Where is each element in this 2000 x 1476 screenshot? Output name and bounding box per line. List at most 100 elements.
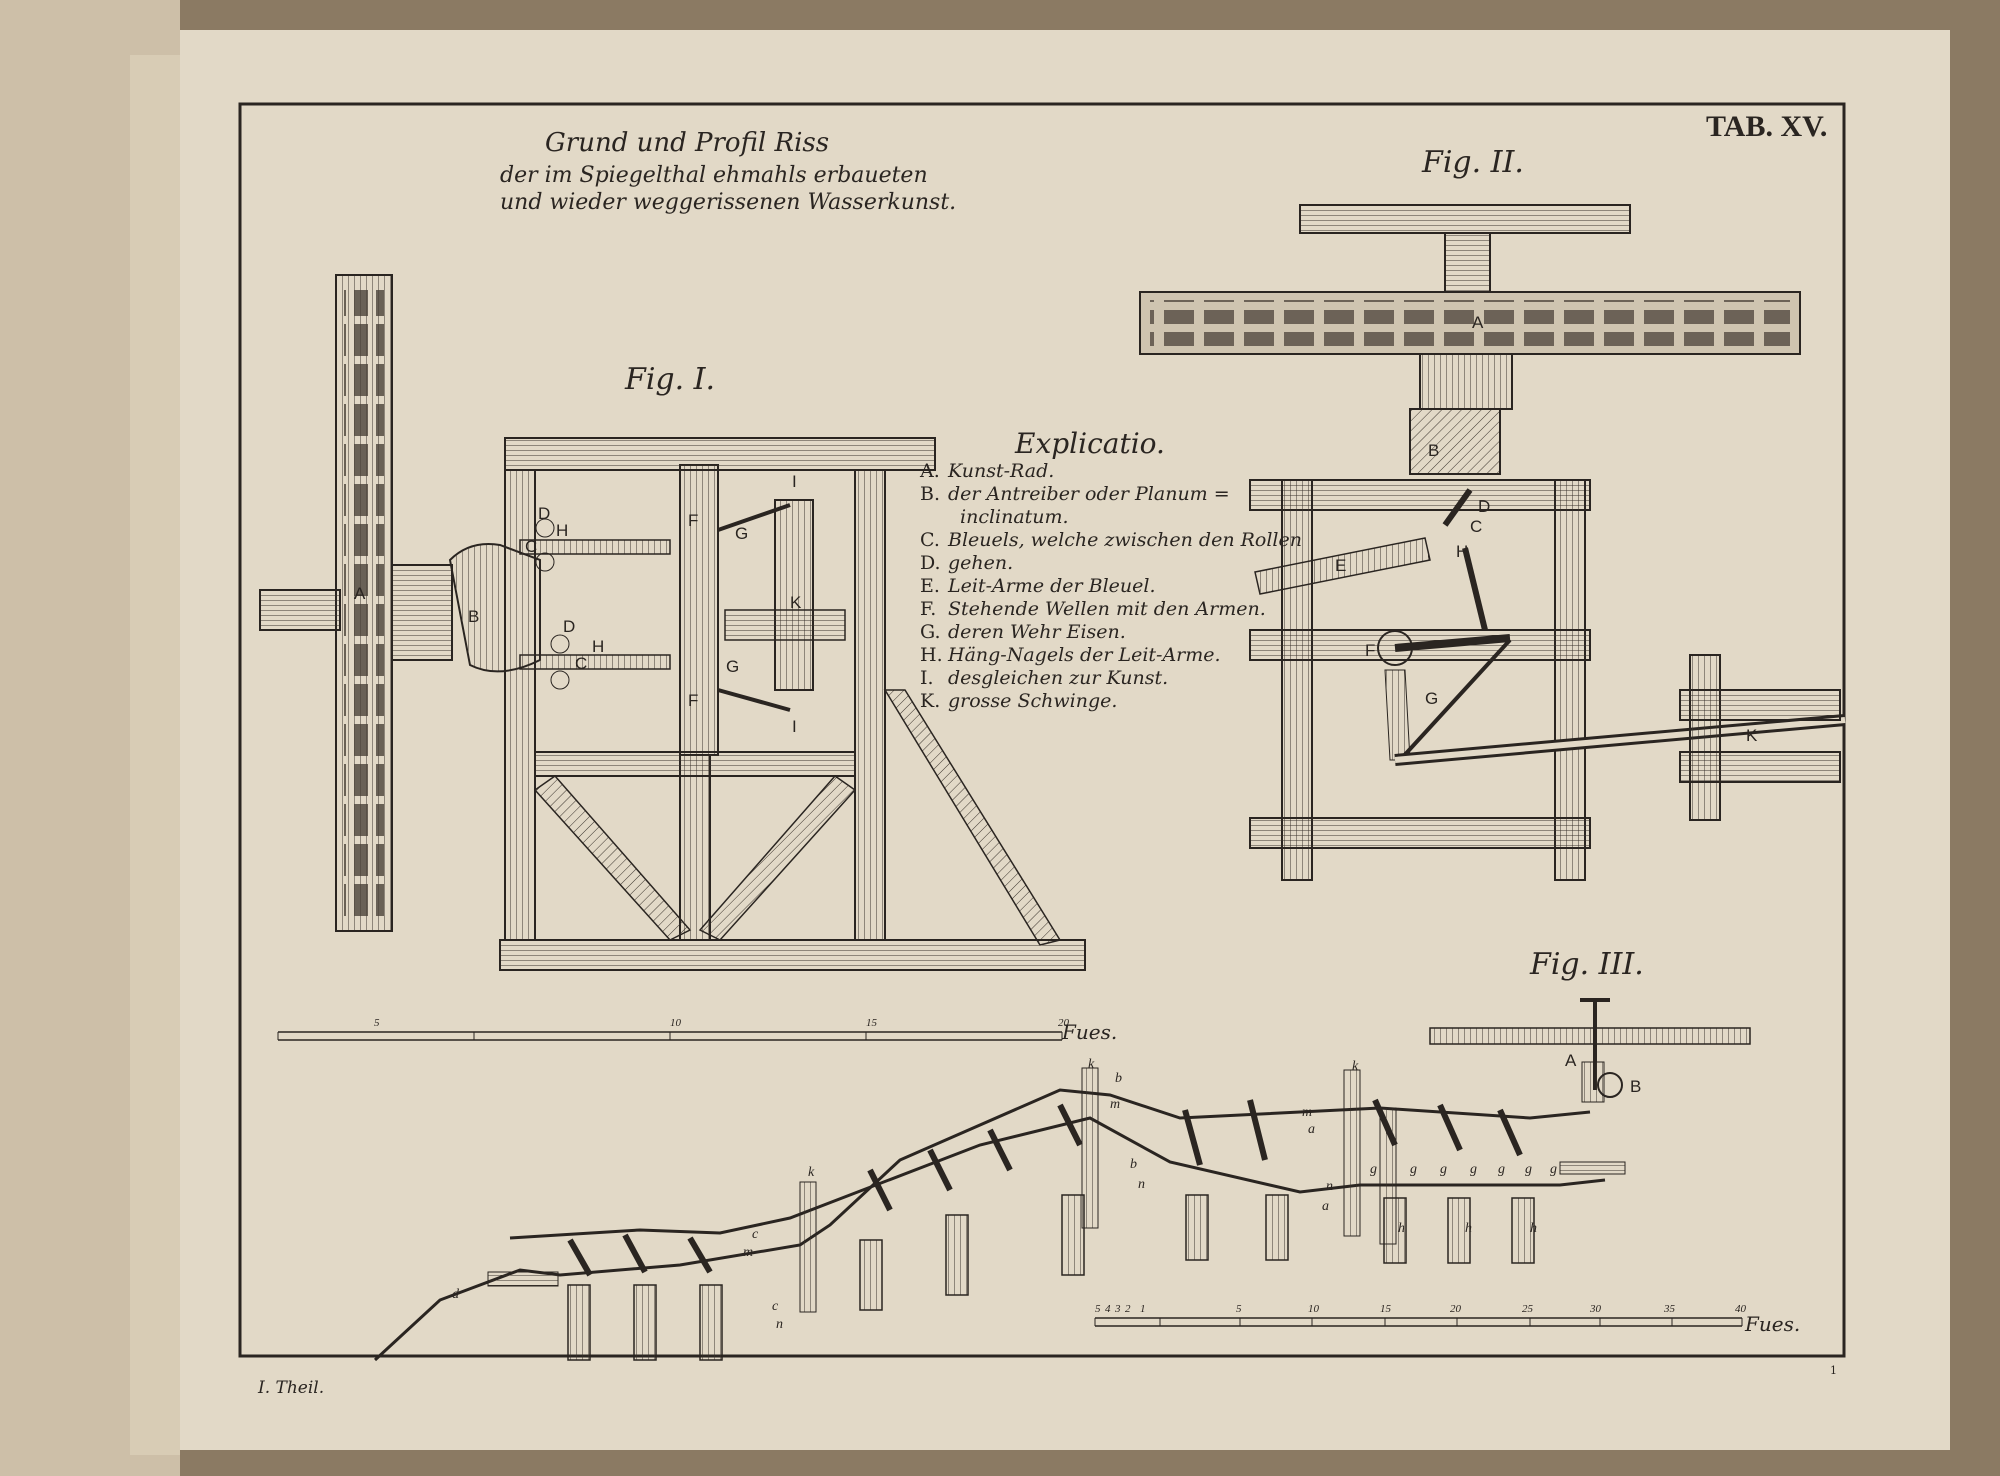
- scale-bar-2-tick-label: 10: [1308, 1303, 1319, 1315]
- fig1-swinge: [774, 499, 814, 691]
- legend-text: Stehende Wellen mit den Armen.: [948, 598, 1266, 620]
- legend-key: H.: [920, 644, 943, 666]
- legend-heading: Explicatio.: [1015, 427, 1165, 460]
- scale-bar-2-tick-label: 35: [1664, 1303, 1675, 1315]
- fig1-title: Fig. I.: [625, 362, 716, 397]
- fig2-label-B: B: [1428, 441, 1440, 460]
- scale-bar-1-tick-label: 10: [670, 1017, 681, 1029]
- fig1-label-A: A: [354, 584, 366, 603]
- volume-note: I. Theil.: [258, 1378, 325, 1398]
- fig1-label-K: K: [790, 593, 802, 612]
- fig3-label-a: a: [1308, 1122, 1315, 1137]
- fold-edge: [130, 55, 180, 1455]
- legend-text: Kunst-Rad.: [948, 460, 1055, 482]
- page-mark: 1: [1830, 1364, 1837, 1377]
- fig3-label-n3: n: [776, 1317, 783, 1332]
- fig3-drawing: [373, 998, 1751, 1362]
- fig3-label-g: g: [1470, 1162, 1477, 1177]
- fig3-label-b: b: [1115, 1071, 1122, 1086]
- plate-border: [238, 102, 1846, 1358]
- scale-bar-2-tick-label: 1: [1140, 1303, 1146, 1315]
- legend-key: B.: [920, 483, 941, 505]
- scale-bar-2-tick-label: 40: [1735, 1303, 1746, 1315]
- fig3-label-c: c: [752, 1227, 759, 1242]
- legend-key: K.: [920, 690, 941, 712]
- fig3-label-A: A: [1565, 1051, 1577, 1070]
- fig1-label-G2: G: [726, 657, 740, 676]
- fig1-label-D2: D: [563, 617, 576, 636]
- fig2-label-G: G: [1425, 689, 1439, 708]
- fig1-label-B: B: [468, 607, 480, 626]
- scale-bar-2-tick-label: 3: [1115, 1303, 1121, 1315]
- fig3-label-B: B: [1630, 1077, 1642, 1096]
- fig3-label-c2: c: [772, 1299, 779, 1314]
- fig3-label-m2: m: [1302, 1105, 1313, 1120]
- legend-text: deren Wehr Eisen.: [948, 621, 1126, 643]
- legend-key: F.: [920, 598, 937, 620]
- legend-key: C.: [920, 529, 940, 551]
- legend-text: der Antreiber oder Planum =: [948, 483, 1230, 505]
- fig2-label-D: D: [1478, 497, 1491, 516]
- scale-bar-2-tick-label: 30: [1590, 1303, 1601, 1315]
- fig3-label-n2: n: [1326, 1179, 1333, 1194]
- fig1-label-I2: I: [792, 717, 797, 736]
- fig1-label-H: H: [556, 521, 569, 540]
- scale-bar-2-tick-label: 25: [1522, 1303, 1533, 1315]
- legend-key: E.: [920, 575, 940, 597]
- plate-title: Grund und Profil Riss: [545, 128, 830, 158]
- fig3-label-h: h: [1465, 1221, 1472, 1236]
- fig1-label-H2: H: [592, 637, 605, 656]
- fig3-label-h: h: [1398, 1221, 1405, 1236]
- fig2-label-H: H: [1456, 542, 1469, 561]
- legend-text: Häng-Nagels der Leit-Arme.: [948, 644, 1221, 666]
- scale-bar-1-tick-label: 20: [1058, 1017, 1069, 1029]
- scale-bar-1-unit: Fues.: [1062, 1020, 1118, 1044]
- fig1-label-I: I: [792, 472, 797, 491]
- scale-bar-1-tick-label: 15: [866, 1017, 877, 1029]
- fig3-label-g: g: [1498, 1162, 1505, 1177]
- fig1-label-F: F: [688, 511, 699, 530]
- scale-bar-2-tick-label: 5: [1095, 1303, 1101, 1315]
- fig1-label-C: C: [525, 537, 538, 556]
- scale-bar-2-tick-label: 5: [1236, 1303, 1242, 1315]
- fig3-label-n: n: [1138, 1177, 1145, 1192]
- fig3-label-b2: b: [1130, 1157, 1137, 1172]
- fig3-label-k3: k: [1352, 1059, 1359, 1074]
- fig3-label-k2: k: [1088, 1057, 1095, 1072]
- fig2-label-E: E: [1335, 556, 1347, 575]
- scale-bar-2-tick-label: 15: [1380, 1303, 1391, 1315]
- scale-bar-2: [1094, 1317, 1743, 1327]
- fig3-label-g: g: [1440, 1162, 1447, 1177]
- fig1-frame-top: [504, 437, 936, 471]
- legend-text: Bleuels, welche zwischen den Rollen: [948, 529, 1302, 551]
- fig3-label-h: h: [1530, 1221, 1537, 1236]
- fig3-title: Fig. III.: [1530, 947, 1644, 982]
- fig2-label-K: K: [1746, 726, 1758, 745]
- fig2-label-F: F: [1365, 641, 1376, 660]
- fig1-label-D: D: [538, 504, 551, 523]
- plate-number: TAB. XV.: [1706, 110, 1828, 143]
- legend-text: grosse Schwinge.: [948, 690, 1118, 712]
- legend-key: D.: [920, 552, 941, 574]
- fig3-label-k: k: [808, 1165, 815, 1180]
- fig3-label-d: d: [452, 1287, 459, 1302]
- legend-text: gehen.: [948, 552, 1014, 574]
- scale-bar-2-tick-label: 2: [1125, 1303, 1131, 1315]
- legend-key: A.: [920, 460, 940, 482]
- fig1-label-G: G: [735, 524, 749, 543]
- scale-bar-2-unit: Fues.: [1745, 1312, 1801, 1336]
- fig1-standing-shaft: [679, 464, 719, 756]
- fig2-label-C: C: [1470, 517, 1483, 536]
- fig2-leit-arm: [1254, 537, 1431, 595]
- plate-subtitle-1: der im Spiegelthal ehmahls erbaueten: [500, 163, 928, 188]
- fig1-drawing: [259, 274, 1086, 971]
- scale-bar-2-tick-label: 4: [1105, 1303, 1111, 1315]
- fig3-label-a2: a: [1322, 1199, 1329, 1214]
- fig3-label-m: m: [1110, 1097, 1121, 1112]
- fig3-label-m3: m: [743, 1245, 754, 1260]
- fig3-label-g: g: [1370, 1162, 1377, 1177]
- fig1-label-F2: F: [688, 691, 699, 710]
- fig3-label-g: g: [1410, 1162, 1417, 1177]
